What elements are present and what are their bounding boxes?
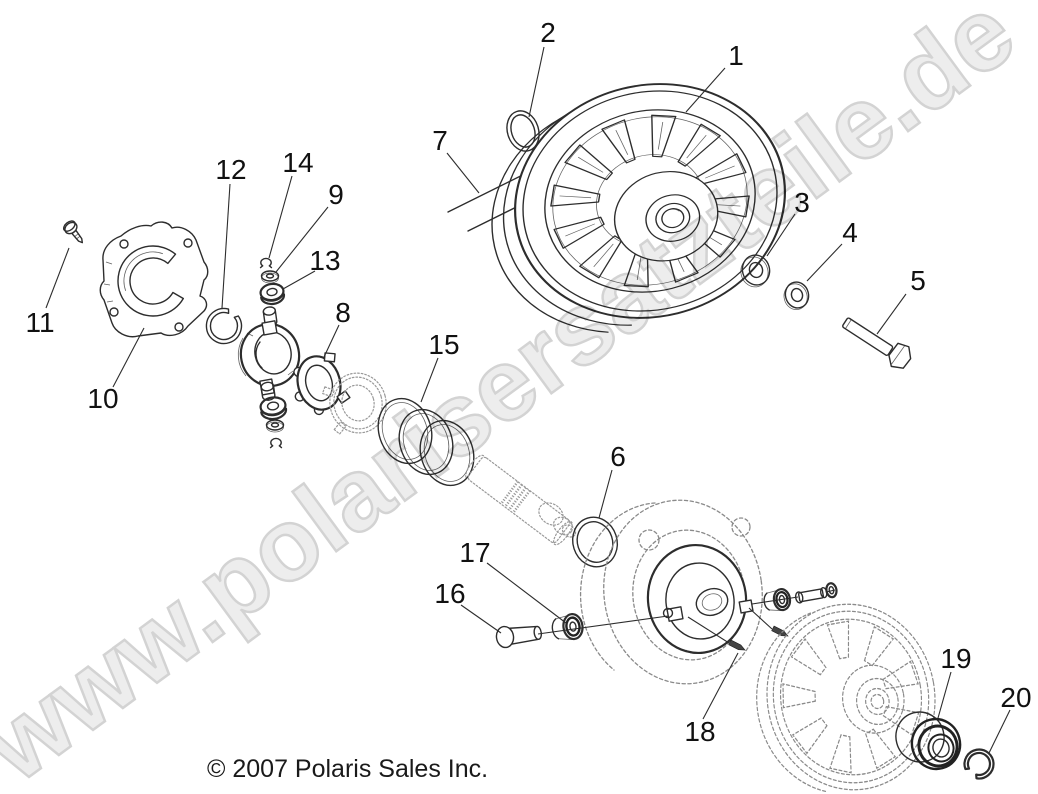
helix-housing: [237, 320, 301, 396]
bearing-19: [895, 711, 962, 771]
leader-line-10: [112, 327, 145, 388]
leader-line-11: [45, 247, 70, 309]
leader-line-4: [806, 243, 843, 282]
leader-line-16: [460, 604, 502, 634]
callout-16: 16: [434, 578, 465, 609]
washer-lower: [265, 419, 285, 433]
leader-line-2: [528, 46, 545, 118]
leader-line-12: [221, 183, 231, 309]
callout-5: 5: [910, 265, 926, 296]
roller-right: [763, 588, 792, 612]
splined-shaft-ghost: [465, 454, 573, 546]
callout-9: 9: [328, 179, 344, 210]
retaining-clip-lower: [269, 437, 283, 449]
callout-17: 17: [459, 537, 490, 568]
bearing-lower: [259, 396, 288, 421]
callout-10: 10: [87, 383, 118, 414]
pins-18: [687, 607, 789, 651]
spacer-bottom: [260, 381, 276, 401]
cover-plate: [99, 221, 209, 338]
shaft-sleeve-ghost: [538, 502, 577, 538]
callout-19: 19: [940, 643, 971, 674]
leader-line-3: [766, 213, 796, 257]
leader-line-19: [937, 671, 952, 719]
pin-bolt-right: [794, 582, 838, 604]
callout-1: 1: [728, 40, 744, 71]
callout-6: 6: [610, 441, 626, 472]
driven-sheave-inner: [579, 499, 763, 685]
callout-11: 11: [25, 307, 54, 338]
leader-line-5: [876, 293, 907, 335]
callout-13: 13: [309, 245, 340, 276]
callout-3: 3: [794, 187, 810, 218]
leader-line-1: [685, 67, 726, 113]
gear-ring-ghost: [321, 372, 387, 435]
callout-15: 15: [428, 329, 459, 360]
leader-line-8: [323, 324, 340, 358]
leader-line-17: [486, 562, 567, 624]
callout-8: 8: [335, 297, 351, 328]
spring-15: [377, 397, 475, 487]
callout-2: 2: [540, 17, 556, 48]
leader-line-14: [268, 175, 293, 259]
drive-clutch: [491, 83, 786, 333]
leader-line-15: [420, 357, 439, 403]
callout-4: 4: [842, 217, 858, 248]
driven-sheave-outer: [756, 603, 936, 793]
driven-hub: [646, 543, 754, 655]
leader-line-13: [282, 270, 316, 290]
callout-20: 20: [1000, 682, 1031, 713]
leader-line-18: [702, 652, 739, 720]
bolt-16: [495, 625, 543, 649]
leader-line-9: [275, 206, 329, 273]
o-ring-2: [506, 110, 540, 152]
o-ring-6: [571, 516, 619, 568]
leader-line-7: [446, 152, 480, 194]
hex-bolt-5: [842, 317, 912, 369]
washer-9: [260, 270, 280, 284]
retaining-clip-14: [259, 257, 273, 269]
washer-3: [740, 254, 771, 288]
callout-14: 14: [282, 147, 313, 178]
roller-17: [551, 613, 584, 641]
washer-4: [783, 281, 810, 311]
leader-line-6: [598, 469, 613, 519]
snap-ring-12: [205, 307, 243, 345]
leader-line-20: [988, 709, 1011, 754]
callout-7: 7: [432, 125, 448, 156]
copyright-text: © 2007 Polaris Sales Inc.: [207, 755, 488, 783]
bearing-13: [259, 282, 286, 306]
snap-ring-20: [963, 748, 995, 780]
callout-18: 18: [684, 716, 715, 747]
callout-12: 12: [215, 154, 246, 185]
screw-11: [62, 220, 84, 244]
